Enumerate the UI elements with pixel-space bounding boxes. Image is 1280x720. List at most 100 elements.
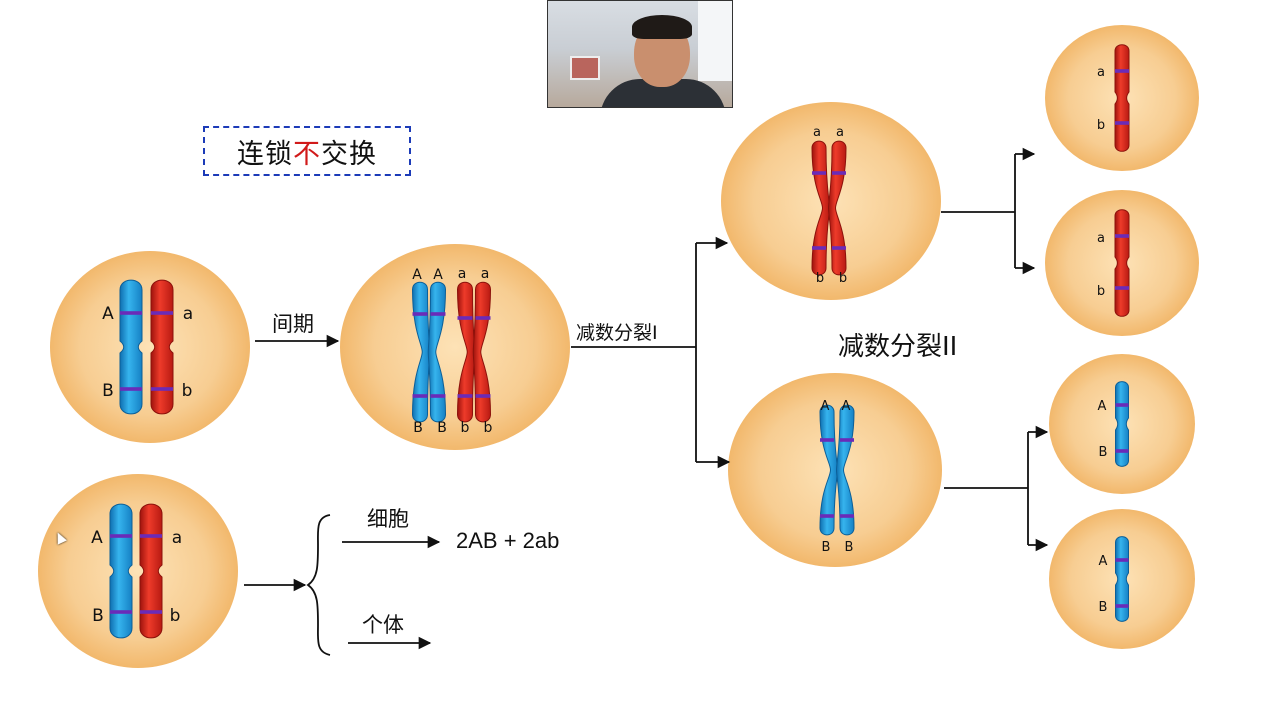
chromosome-interphase-blue	[411, 281, 447, 423]
chromosome-interphase-red-band-top-0	[457, 316, 473, 320]
label-m1-top-b2: b	[839, 271, 847, 286]
chromosome-m1-bottom-blue-chromatid-1	[835, 404, 855, 536]
label-meiosis1: 减数分裂I	[576, 322, 658, 344]
label-interphase-B1: B	[413, 420, 423, 436]
label-gamete-1-b: b	[1097, 118, 1105, 133]
label-m1-bottom-B1: B	[822, 540, 831, 555]
label-m1-bottom-A1: A	[821, 399, 830, 414]
cell-summary	[38, 474, 238, 668]
chromosome-summary-blue-band-1	[110, 610, 132, 614]
label-gamete-4-B: B	[1099, 600, 1108, 615]
chromosome-gamete-1-band-0	[1115, 69, 1129, 73]
chromosome-interphase-red	[456, 281, 492, 423]
curly-brace	[306, 514, 331, 656]
chromosome-parent-blue	[119, 279, 143, 415]
label-gamete-3-B: B	[1099, 445, 1108, 460]
chromosome-gamete-4	[1115, 536, 1129, 622]
webcam-window	[698, 1, 732, 81]
label-interphase-b1: b	[461, 420, 470, 436]
title-box: 连锁不交换	[203, 126, 411, 176]
label-m1-top-a2: a	[836, 125, 844, 140]
chromosome-gamete-2	[1114, 209, 1130, 317]
label-gamete-2-b: b	[1097, 284, 1105, 299]
label-cell: 细胞	[367, 507, 409, 531]
presenter-hair	[632, 15, 692, 39]
chromosome-m1-bottom-blue-band-bot-1	[840, 514, 854, 518]
label-interphase: 间期	[272, 312, 314, 336]
chromosome-parent-blue-band-0	[120, 311, 142, 315]
cell-parent	[50, 251, 250, 443]
label-gamete-4-A: A	[1099, 554, 1108, 569]
chromosome-m1-bottom-blue-band-top-0	[820, 438, 834, 442]
chromosome-summary-blue	[109, 503, 133, 639]
chromosome-interphase-red-band-bot-1	[475, 394, 491, 398]
chromosome-gamete-3-band-0	[1115, 403, 1129, 407]
chromosome-interphase-blue-band-bot-0	[412, 394, 428, 398]
label-summary-a: a	[172, 528, 182, 548]
label-interphase-b2: b	[484, 420, 493, 436]
chromosome-gamete-4-band-0	[1115, 558, 1129, 562]
chromosome-m1-bottom-blue-band-bot-0	[820, 514, 834, 518]
chromosome-parent-red-band-1	[151, 387, 173, 391]
webcam-overlay	[547, 0, 733, 108]
chromosome-gamete-2-body	[1114, 209, 1130, 317]
chromosome-parent-blue-body	[119, 279, 143, 415]
label-gametes: 2AB + 2ab	[456, 528, 559, 553]
label-m1-top-a1: a	[813, 125, 821, 140]
chromosome-interphase-blue-band-top-1	[430, 312, 446, 316]
label-parent-A: A	[102, 304, 114, 324]
chromosome-summary-red-body	[139, 503, 163, 639]
chromosome-gamete-1	[1114, 44, 1130, 152]
label-gamete-1-a: a	[1097, 65, 1105, 80]
chromosome-interphase-blue-band-top-0	[412, 312, 428, 316]
cell-interphase	[340, 244, 570, 450]
label-parent-B: B	[102, 381, 114, 401]
label-interphase-B2: B	[437, 420, 447, 436]
chromosome-gamete-3	[1115, 381, 1129, 467]
title-part-2: 不	[293, 138, 321, 170]
title-part-1: 连锁	[237, 138, 293, 170]
webcam-picture-frame	[570, 56, 600, 80]
title-part-3: 交换	[321, 138, 377, 170]
chromosome-gamete-1-band-1	[1115, 121, 1129, 125]
chromosome-m1-bottom-blue-chromatid-0	[819, 404, 839, 536]
chromosome-gamete-4-band-1	[1115, 604, 1129, 608]
label-parent-b: b	[182, 381, 193, 401]
chromosome-interphase-red-band-top-1	[475, 316, 491, 320]
label-interphase-A2: A	[433, 267, 443, 283]
label-interphase-a1: a	[458, 266, 467, 282]
label-meiosis2: 减数分裂II	[838, 332, 957, 362]
chromosome-interphase-blue-band-bot-1	[430, 394, 446, 398]
chromosome-interphase-blue-chromatid-1	[427, 281, 447, 423]
label-individual: 个体	[362, 613, 404, 637]
chromosome-gamete-3-body	[1115, 381, 1129, 467]
label-m1-bottom-B2: B	[845, 540, 854, 555]
chromosome-m1-top-red	[811, 140, 847, 276]
label-parent-a: a	[183, 304, 193, 324]
chromosome-gamete-4-body	[1115, 536, 1129, 622]
label-m1-top-b1: b	[816, 271, 824, 286]
label-summary-A: A	[91, 528, 103, 548]
chromosome-parent-red	[150, 279, 174, 415]
label-m1-bottom-A2: A	[842, 399, 851, 414]
chromosome-m1-top-red-band-bot-0	[812, 246, 826, 250]
chromosome-parent-red-band-0	[151, 311, 173, 315]
chromosome-summary-red	[139, 503, 163, 639]
chromosome-m1-top-red-band-top-1	[832, 171, 846, 175]
label-interphase-a2: a	[481, 266, 490, 282]
chromosome-m1-bottom-blue-band-top-1	[840, 438, 854, 442]
chromosome-summary-red-band-1	[140, 610, 162, 614]
label-gamete-2-a: a	[1097, 231, 1105, 246]
chromosome-m1-top-red-band-bot-1	[832, 246, 846, 250]
label-gamete-3-A: A	[1098, 399, 1107, 414]
chromosome-m1-top-red-band-top-0	[812, 171, 826, 175]
chromosome-interphase-red-band-bot-0	[457, 394, 473, 398]
chromosome-gamete-2-band-1	[1115, 286, 1129, 290]
label-summary-B: B	[92, 606, 104, 626]
chromosome-gamete-2-band-0	[1115, 234, 1129, 238]
chromosome-gamete-3-band-1	[1115, 449, 1129, 453]
chromosome-parent-red-body	[150, 279, 174, 415]
chromosome-summary-blue-band-0	[110, 534, 132, 538]
chromosome-parent-blue-band-1	[120, 387, 142, 391]
